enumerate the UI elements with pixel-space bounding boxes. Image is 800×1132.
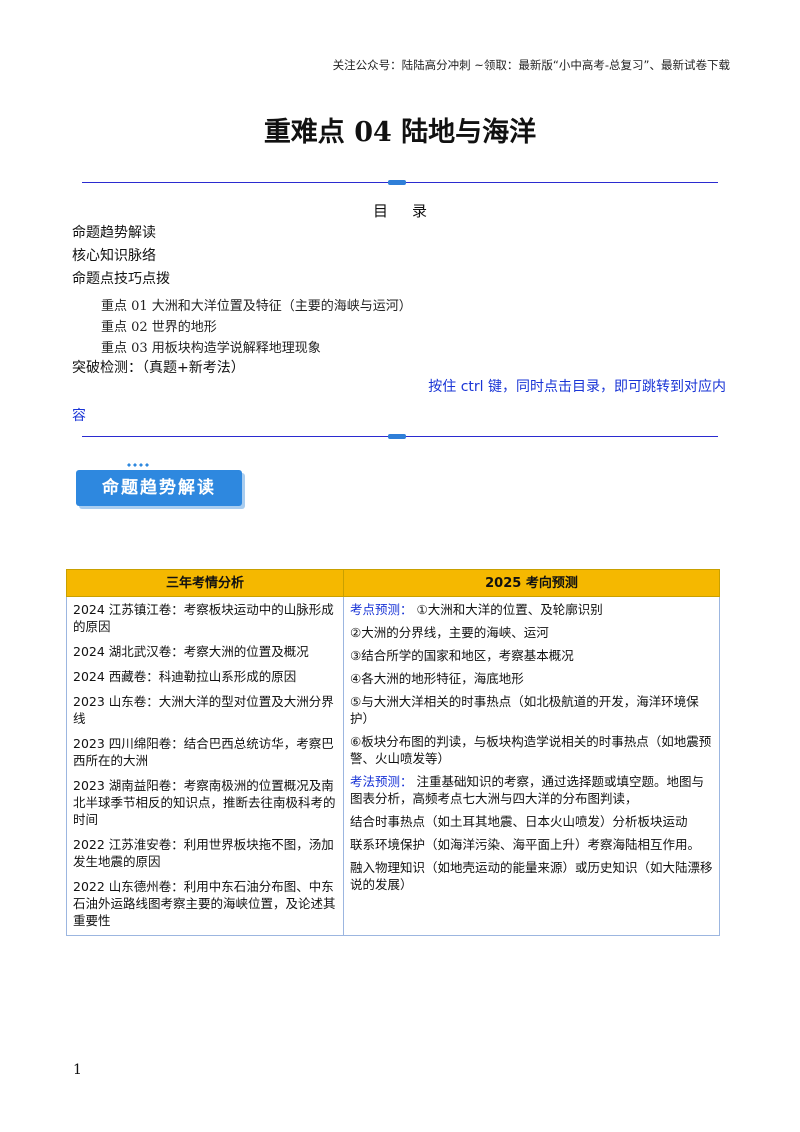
divider-knob <box>388 434 406 439</box>
forecast-cell: 考点预测： ①大洲和大洋的位置、及轮廓识别 ②大洲的分界线，主要的海峡、运河 ③… <box>343 596 720 936</box>
divider-knob <box>388 180 406 185</box>
toc-sub-item-02[interactable]: 重点 02 世界的地形 <box>101 320 217 335</box>
table-header-forecast: 2025 考向预测 <box>343 569 720 597</box>
banner-dots <box>126 463 150 467</box>
page-title: 重难点 04 陆地与海洋 <box>263 117 537 148</box>
divider-top <box>82 180 718 185</box>
forecast-item: 结合时事热点（如土耳其地震、日本火山喷发）分析板块运动 <box>350 814 688 829</box>
toc-item-trend[interactable]: 命题趋势解读 <box>72 225 156 241</box>
toc-sub-item-03[interactable]: 重点 03 用板块构造学说解释地理现象 <box>101 341 321 356</box>
analysis-item: 2023 山东卷：大洲大洋的型对位置及大洲分界线 <box>73 694 334 726</box>
forecast-item: 考点预测： ①大洲和大洋的位置、及轮廓识别 <box>350 602 603 617</box>
section-banner: 命题趋势解读 <box>76 470 242 506</box>
forecast-item: ⑥板块分布图的判读，与板块构造学说相关的时事热点（如地震预警、火山喷发等） <box>350 734 712 766</box>
toc-sub-item-01[interactable]: 重点 01 大洲和大洋位置及特征（主要的海峡与运河） <box>101 299 412 314</box>
analysis-item: 2024 江苏镇江卷：考察板块运动中的山脉形成的原因 <box>73 602 334 634</box>
forecast-item: 考法预测： 注重基础知识的考察，通过选择题或填空题。地图与图表分析，高频考点七大… <box>350 774 704 806</box>
table-row: 2024 江苏镇江卷：考察板块运动中的山脉形成的原因 2024 湖北武汉卷：考察… <box>66 596 720 936</box>
analysis-item: 2024 西藏卷：科迪勒拉山系形成的原因 <box>73 669 297 684</box>
forecast-item: ②大洲的分界线，主要的海峡、运河 <box>350 625 549 640</box>
analysis-item: 2022 山东德州卷：利用中东石油分布图、中东石油外运路线图考察主要的海峡位置，… <box>73 879 336 928</box>
forecast-item: ③结合所学的国家和地区，考察基本概况 <box>350 648 574 663</box>
analysis-cell: 2024 江苏镇江卷：考察板块运动中的山脉形成的原因 2024 湖北武汉卷：考察… <box>66 596 344 936</box>
analysis-table: 三年考情分析 2025 考向预测 2024 江苏镇江卷：考察板块运动中的山脉形成… <box>66 569 720 936</box>
toc-item-test[interactable]: 突破检测：（真题+新考法） <box>72 360 245 376</box>
table-header-analysis: 三年考情分析 <box>66 569 344 597</box>
forecast-item: ④各大洲的地形特征，海底地形 <box>350 671 524 686</box>
toc-item-knowledge[interactable]: 核心知识脉络 <box>72 248 156 264</box>
header-note: 关注公众号：陆陆高分冲刺 ~领取：最新版“小中高考-总复习”、最新试卷下载 <box>332 58 730 72</box>
analysis-item: 2024 湖北武汉卷：考察大洲的位置及概况 <box>73 644 309 659</box>
analysis-item: 2023 湖南益阳卷：考察南极洲的位置概况及南北半球季节相反的知识点，推断去往南… <box>73 778 336 827</box>
page-number: 1 <box>73 1062 82 1078</box>
analysis-item: 2023 四川绵阳卷：结合巴西总统访华，考察巴西所在的大洲 <box>73 736 334 768</box>
analysis-item: 2022 江苏淮安卷：利用世界板块拖不图，汤加发生地震的原因 <box>73 837 334 869</box>
section-banner-label: 命题趋势解读 <box>102 478 216 498</box>
forecast-keyword: 考点预测： <box>350 602 413 617</box>
forecast-item: 联系环境保护（如海洋污染、海平面上升）考察海陆相互作用。 <box>350 837 701 852</box>
toc-item-skills[interactable]: 命题点技巧点拨 <box>72 271 170 287</box>
forecast-item: ⑤与大洲大洋相关的时事热点（如北极航道的开发，海洋环境保护） <box>350 694 699 726</box>
divider-bottom <box>82 434 718 439</box>
ctrl-click-note: 按住 ctrl 键，同时点击目录，即可跳转到对应内 <box>428 379 726 395</box>
toc-title: 目录 <box>372 202 451 220</box>
method-keyword: 考法预测： <box>350 774 413 789</box>
table-header-row: 三年考情分析 2025 考向预测 <box>66 569 720 597</box>
ctrl-click-note-cont: 容 <box>72 408 86 424</box>
forecast-item: 融入物理知识（如地壳运动的能量来源）或历史知识（如大陆漂移说的发展） <box>350 860 713 892</box>
